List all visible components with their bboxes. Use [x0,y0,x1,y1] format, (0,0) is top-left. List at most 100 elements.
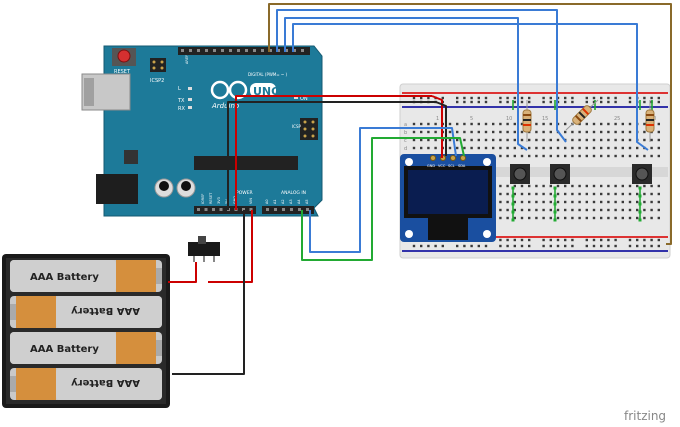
oled-display: GND VCC SCL SDA [400,154,496,242]
breadboard-hole [499,100,502,104]
breadboard-hole [614,238,617,242]
breadboard-hole [542,100,545,104]
breadboard-hole [614,184,617,188]
breadboard-hole [571,184,574,188]
breadboard-hole [484,244,488,248]
breadboard-hole [607,192,610,196]
breadboard-hole [463,146,466,150]
resistor [565,99,599,131]
breadboard-hole [542,138,545,142]
breadboard-hole [578,200,581,204]
breadboard-hole [578,154,581,158]
wire-red [235,95,432,210]
battery-cell: AAA Battery [10,368,162,400]
breadboard-hole [528,244,531,248]
breadboard-hole [600,138,603,142]
breadboard-hole [549,130,552,134]
header-pin [269,49,272,52]
analog-pin-label: A4 [297,199,301,204]
breadboard-hole [600,184,603,188]
breadboard-hole [564,122,567,126]
breadboard-hole [621,146,624,150]
breadboard-hole [549,208,552,212]
reset-button[interactable] [117,49,131,63]
breadboard-hole [535,216,538,220]
breadboard-hole [448,146,452,150]
breadboard-hole [607,146,610,150]
breadboard-hole [535,138,538,142]
breadboard-hole [528,100,531,104]
slide-switch[interactable] [188,236,220,262]
breadboard-hole [556,146,560,150]
breadboard-hole [628,130,632,134]
battery-cell: AAA Battery [10,260,162,292]
row-letter: c [404,138,407,144]
breadboard-hole [542,184,545,188]
breadboard-hole [513,146,516,150]
breadboard-hole [556,138,560,142]
breadboard-hole [535,208,538,212]
header-pin [277,49,280,52]
breadboard-hole [456,146,459,150]
breadboard-hole [520,100,524,104]
microcontroller-chip [194,156,298,170]
breadboard-hole [542,154,545,158]
breadboard-hole [434,138,437,142]
breadboard-hole [542,200,545,204]
breadboard-hole [571,208,574,212]
header-pin [285,49,288,52]
breadboard-hole [592,238,596,242]
breadboard-hole [571,146,574,150]
header-pin [282,208,285,211]
icsp2-label: ICSP2 [150,78,164,84]
header-pin [290,208,293,211]
breadboard-hole [628,192,632,196]
breadboard-hole [549,238,552,242]
breadboard-hole [556,208,560,212]
breadboard-hole [556,192,560,196]
breadboard-hole [456,100,459,104]
breadboard-hole [513,100,516,104]
breadboard-hole [585,146,588,150]
breadboard-hole [600,100,603,104]
breadboard-hole [542,216,545,220]
breadboard-hole [636,244,639,248]
breadboard-hole [592,96,596,100]
breadboard-hole [506,192,509,196]
breadboard-hole [571,238,574,242]
breadboard-hole [571,216,574,220]
breadboard-hole [564,100,567,104]
header-pin [306,208,309,211]
breadboard-hole [499,184,502,188]
breadboard-hole [549,216,552,220]
breadboard-hole [528,238,531,242]
breadboard-hole [571,138,574,142]
header-pin [249,208,253,211]
header-pin [213,49,216,52]
breadboard-hole [420,138,423,142]
breadboard-hole [585,244,588,248]
breadboard-hole [600,96,603,100]
header-pin [293,49,296,52]
breadboard-hole [456,138,459,142]
breadboard-hole [607,130,610,134]
rx-label: RX [178,106,185,112]
fritzing-watermark: fritzing [624,409,666,423]
breadboard-hole [542,146,545,150]
battery-label: AAA Battery [30,272,99,283]
breadboard-hole [650,244,653,248]
breadboard-hole [650,184,653,188]
breadboard-hole [578,216,581,220]
breadboard-hole [528,146,531,150]
breadboard-hole [650,138,653,142]
breadboard-hole [542,122,545,126]
breadboard-hole [427,96,430,100]
breadboard-hole [585,122,588,126]
breadboard-hole [492,122,495,126]
analog-pin-label: A0 [265,199,269,204]
breadboard-hole [506,96,509,100]
breadboard-hole [434,122,437,126]
breadboard-hole [477,244,480,248]
breadboard-hole [520,208,524,212]
